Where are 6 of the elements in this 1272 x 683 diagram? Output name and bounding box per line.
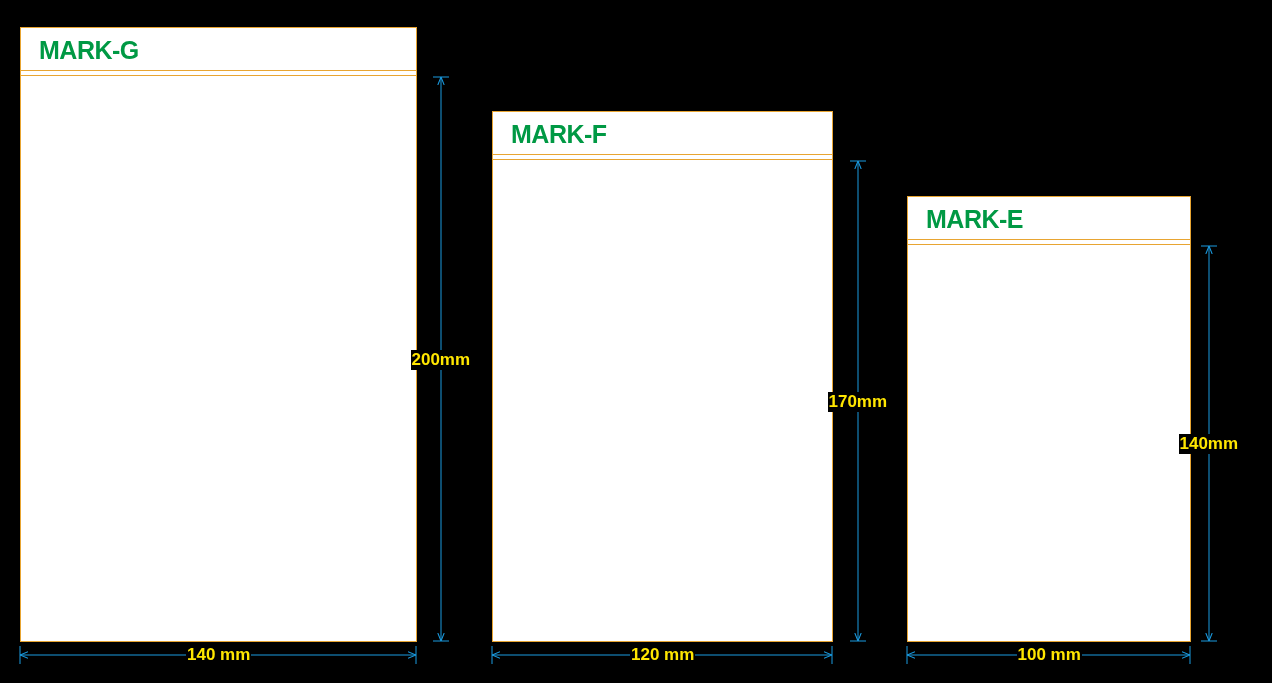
dimension-label: 200mm — [410, 349, 472, 370]
bag-name: MARK-F — [511, 120, 607, 149]
bag-name: MARK-E — [926, 205, 1023, 234]
dimension-label: 140mm — [1178, 434, 1240, 454]
dimension-label: 170mm — [827, 391, 889, 412]
bag-name: MARK-G — [39, 36, 139, 65]
